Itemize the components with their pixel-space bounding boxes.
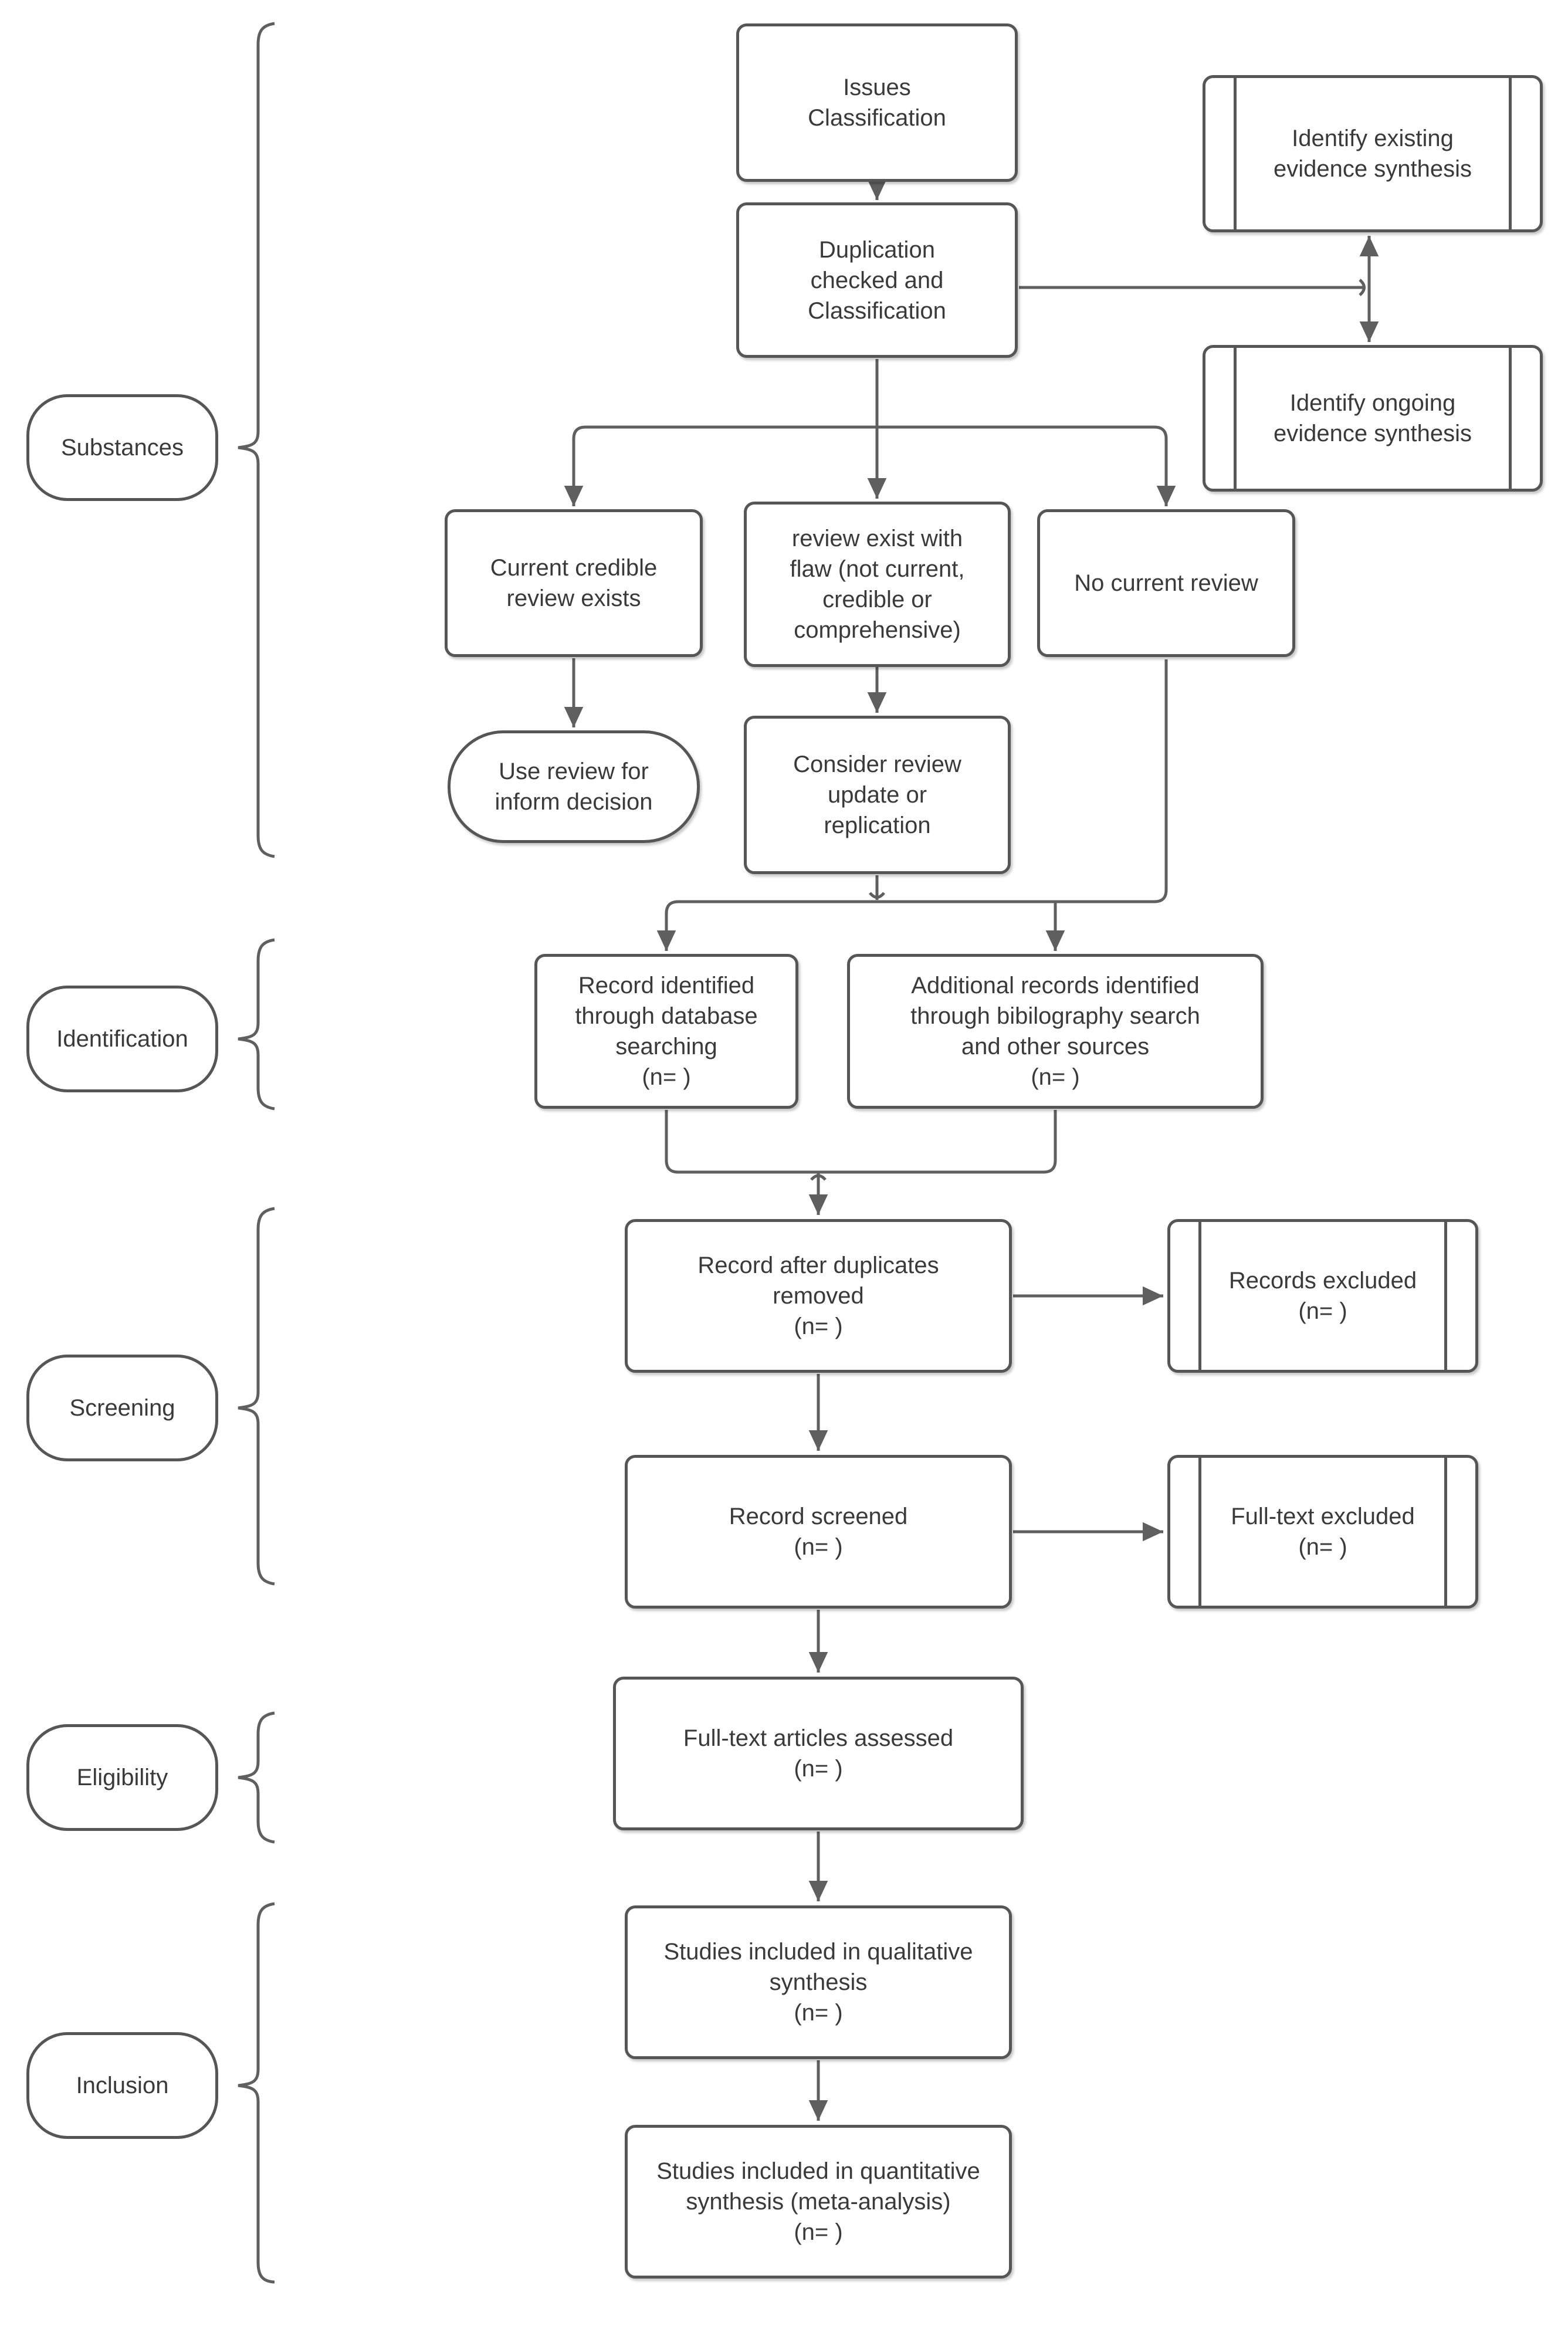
node-records-excluded: Records excluded (n= ) bbox=[1167, 1219, 1478, 1373]
node-consider-review-update: Consider review update or replication bbox=[744, 716, 1011, 874]
brace-screening bbox=[238, 1207, 275, 1586]
stage-label-screening: Screening bbox=[26, 1355, 218, 1461]
node-review-exist-with-flaw: review exist with flaw (not current, cre… bbox=[744, 502, 1011, 667]
stage-label-substances: Substances bbox=[26, 394, 218, 501]
node-duplication-checked: Duplication checked and Classification bbox=[736, 202, 1018, 358]
node-issues-classification: Issues Classification bbox=[736, 23, 1018, 182]
node-studies-qualitative-synthesis: Studies included in qualitative synthesi… bbox=[625, 1905, 1012, 2059]
brace-inclusion bbox=[238, 1902, 275, 2284]
node-identify-ongoing-synthesis: Identify ongoing evidence synthesis bbox=[1203, 345, 1543, 492]
split-to-current-and-no-current bbox=[564, 425, 1176, 506]
node-studies-quantitative-synthesis: Studies included in quantitative synthes… bbox=[625, 2125, 1012, 2279]
merge-consider-nocurrent-to-records bbox=[656, 659, 1168, 951]
node-additional-records-identified: Additional records identified through bi… bbox=[847, 954, 1264, 1109]
node-records-after-duplicates: Record after duplicates removed (n= ) bbox=[625, 1219, 1012, 1373]
stage-label-eligibility: Eligibility bbox=[26, 1724, 218, 1831]
merge-records-to-after-duplicates bbox=[665, 1110, 1057, 1215]
brace-eligibility bbox=[238, 1711, 275, 1844]
node-records-identified-database: Record identified through database searc… bbox=[534, 954, 798, 1109]
stage-label-identification: Identification bbox=[26, 986, 218, 1092]
brace-substances bbox=[238, 22, 275, 858]
node-records-screened: Record screened (n= ) bbox=[625, 1455, 1012, 1609]
brace-identification bbox=[238, 938, 275, 1111]
node-no-current-review: No current review bbox=[1037, 509, 1295, 657]
connector-duplication-to-synthesis bbox=[1019, 236, 1379, 342]
stage-label-inclusion: Inclusion bbox=[26, 2032, 218, 2139]
node-current-credible-review: Current credible review exists bbox=[445, 509, 703, 657]
node-use-review-inform-decision: Use review for inform decision bbox=[448, 730, 700, 843]
node-fulltext-excluded: Full-text excluded (n= ) bbox=[1167, 1455, 1478, 1609]
node-identify-existing-synthesis: Identify existing evidence synthesis bbox=[1203, 75, 1543, 232]
node-fulltext-articles-assessed: Full-text articles assessed (n= ) bbox=[613, 1677, 1024, 1830]
